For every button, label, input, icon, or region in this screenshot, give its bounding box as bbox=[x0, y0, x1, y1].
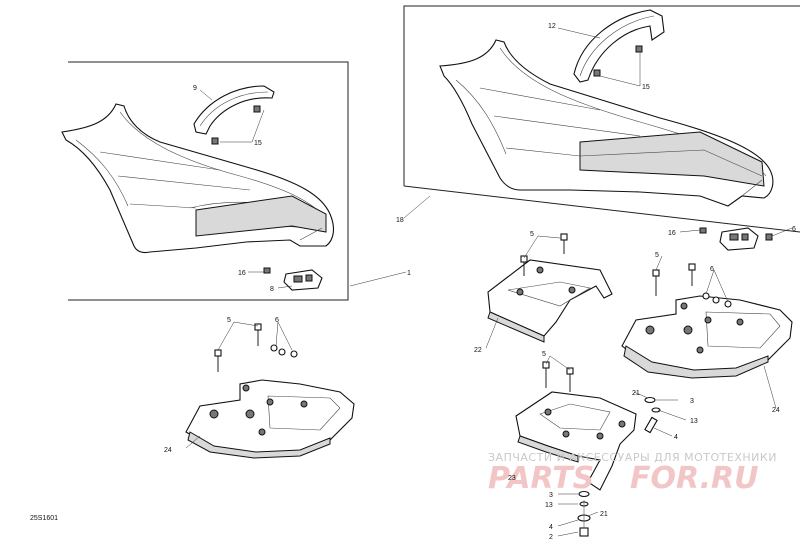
callout-8: 8 bbox=[270, 286, 274, 293]
hardware-stack-upper bbox=[644, 396, 661, 434]
callout-21-lower: 21 bbox=[600, 511, 608, 518]
right-group-frame bbox=[403, 5, 800, 233]
left-seat-latch bbox=[263, 267, 323, 291]
callout-6-left: 6 bbox=[275, 317, 279, 324]
diagram-code: 25S1601 bbox=[30, 515, 58, 522]
callout-15-left: 15 bbox=[254, 140, 262, 147]
right-base-bolts bbox=[652, 263, 732, 308]
bracket-22-bolts bbox=[520, 233, 568, 276]
callout-9: 9 bbox=[193, 85, 197, 92]
callout-13-lower: 13 bbox=[545, 502, 553, 509]
watermark-logo-right: FOR.RU bbox=[630, 461, 759, 496]
callout-6-latch: 6 bbox=[792, 226, 796, 233]
callout-24-left: 24 bbox=[164, 447, 172, 454]
right-seat-latch bbox=[699, 227, 773, 251]
callout-5-bracket23: 5 bbox=[542, 351, 546, 358]
callout-23: 23 bbox=[508, 475, 516, 482]
watermark: ЗАПЧАСТИ И АКСЕССУАРЫ ДЛЯ МОТОТЕХНИКИ PA… bbox=[488, 451, 777, 496]
callout-2: 2 bbox=[549, 534, 553, 541]
left-seat-base bbox=[185, 379, 355, 459]
right-seat-assembly bbox=[439, 39, 774, 207]
left-seat-assembly bbox=[61, 103, 335, 254]
callout-4-upper: 4 bbox=[674, 434, 678, 441]
left-base-bolts bbox=[214, 323, 298, 372]
callout-12: 12 bbox=[548, 23, 556, 30]
left-strap-fasteners bbox=[211, 105, 261, 145]
callout-21-upper: 21 bbox=[632, 390, 640, 397]
right-strap-fasteners bbox=[593, 45, 643, 77]
callout-18: 18 bbox=[396, 217, 404, 224]
callout-labels: 9 15 16 8 1 5 6 24 12 15 18 5 16 6 5 6 2… bbox=[164, 23, 796, 541]
callout-16-left: 16 bbox=[238, 270, 246, 277]
callout-3-lower: 3 bbox=[549, 492, 553, 499]
callout-5-right: 5 bbox=[655, 252, 659, 259]
bracket-23-bolts bbox=[542, 361, 574, 392]
left-group-frame bbox=[68, 61, 349, 301]
bracket-22 bbox=[487, 259, 613, 343]
leader-lines bbox=[185, 27, 793, 537]
callout-24-right: 24 bbox=[772, 407, 780, 414]
callout-1: 1 bbox=[407, 270, 411, 277]
callout-4-lower: 4 bbox=[549, 524, 553, 531]
callout-5-left: 5 bbox=[227, 317, 231, 324]
bracket-23 bbox=[515, 391, 637, 491]
callout-15-right: 15 bbox=[642, 84, 650, 91]
callout-6-right: 6 bbox=[710, 266, 714, 273]
callout-13-upper: 13 bbox=[690, 418, 698, 425]
hardware-stack-lower bbox=[577, 490, 591, 537]
callout-16-right: 16 bbox=[668, 230, 676, 237]
left-seat-strap bbox=[193, 85, 275, 135]
callout-3-upper: 3 bbox=[690, 398, 694, 405]
callout-22: 22 bbox=[474, 347, 482, 354]
watermark-tagline: ЗАПЧАСТИ И АКСЕССУАРЫ ДЛЯ МОТОТЕХНИКИ bbox=[488, 451, 777, 464]
right-seat-base bbox=[621, 295, 793, 379]
right-seat-strap bbox=[573, 9, 665, 83]
callout-5-bracket22: 5 bbox=[530, 231, 534, 238]
watermark-logo-left: PARTS bbox=[488, 461, 594, 496]
